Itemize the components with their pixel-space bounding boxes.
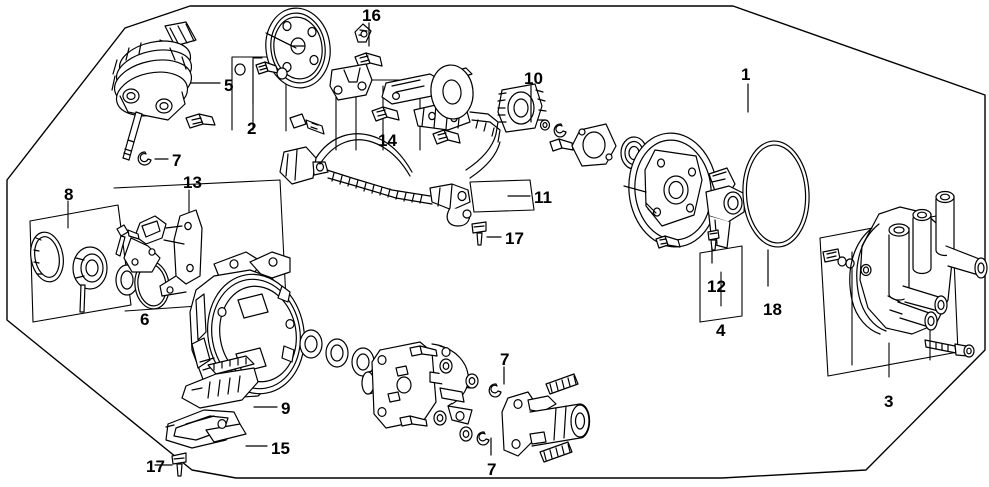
leaf-spring-bracket-a — [329, 63, 373, 101]
screw-12 — [707, 229, 720, 251]
leak-cover-body — [705, 167, 746, 249]
callout-6[interactable]: 6 — [140, 310, 150, 329]
callout-1[interactable]: 1 — [741, 65, 751, 84]
clip-retainer-lower-a — [488, 383, 502, 398]
cap-screw-long — [924, 339, 975, 358]
small-washer-10 — [539, 119, 551, 131]
callout-8[interactable]: 8 — [64, 185, 74, 204]
distributor-cap — [849, 190, 988, 335]
callout-3[interactable]: 3 — [884, 392, 894, 411]
callout-10[interactable]: 10 — [524, 69, 543, 88]
reluctor-disc — [265, 7, 331, 89]
clip-10 — [553, 123, 567, 138]
bolt-base-plate — [655, 235, 681, 249]
callout-leader-lines — [154, 22, 769, 466]
callout-7-lower[interactable]: 7 — [487, 460, 497, 479]
callout-17-mid[interactable]: 17 — [505, 229, 524, 248]
bolt-near-vacuum-unit — [185, 113, 216, 129]
callout-14[interactable]: 14 — [378, 131, 397, 150]
clip-retainer-lower-b — [476, 431, 490, 446]
callout-15[interactable]: 15 — [271, 439, 290, 458]
reluctor-screws — [234, 61, 288, 80]
o-ring-6 — [134, 260, 170, 310]
callout-2[interactable]: 2 — [247, 119, 257, 138]
condenser-15 — [165, 409, 247, 449]
callout-16[interactable]: 16 — [362, 6, 381, 25]
bolt-17-lower — [171, 452, 187, 477]
control-bracket-13 — [159, 209, 203, 297]
callout-9[interactable]: 9 — [281, 399, 291, 418]
bolt-mid-right — [549, 138, 574, 152]
callout-18[interactable]: 18 — [763, 300, 782, 319]
callout-13[interactable]: 13 — [183, 173, 202, 192]
rotor-coupler — [501, 373, 591, 463]
callout-17-lower[interactable]: 17 — [146, 457, 165, 476]
vacuum-advance-unit — [111, 21, 197, 161]
bolt-14 — [371, 106, 400, 122]
callout-5[interactable]: 5 — [224, 76, 234, 95]
terminal-plate-9 — [181, 355, 259, 409]
bolt-17-mid — [471, 221, 487, 246]
callout-12[interactable]: 12 — [707, 277, 726, 296]
callout-4[interactable]: 4 — [716, 321, 726, 340]
o-ring-18 — [742, 140, 810, 248]
seal-washer-kit — [30, 231, 139, 313]
clip-retainer-upper — [137, 151, 152, 166]
governor-linkage — [115, 215, 185, 273]
flange-gasket — [571, 123, 617, 167]
washer-stack — [299, 329, 375, 377]
callout-7-upper[interactable]: 7 — [172, 151, 182, 170]
screw-near-cap — [822, 248, 855, 269]
distributor-base-plate — [623, 132, 718, 248]
callout-11[interactable]: 11 — [534, 188, 552, 207]
reluctor-screw-16 — [354, 23, 372, 43]
callout-7-mid[interactable]: 7 — [500, 350, 510, 369]
rotor-shaft-assembly — [361, 341, 479, 442]
wire-harness — [279, 64, 501, 227]
